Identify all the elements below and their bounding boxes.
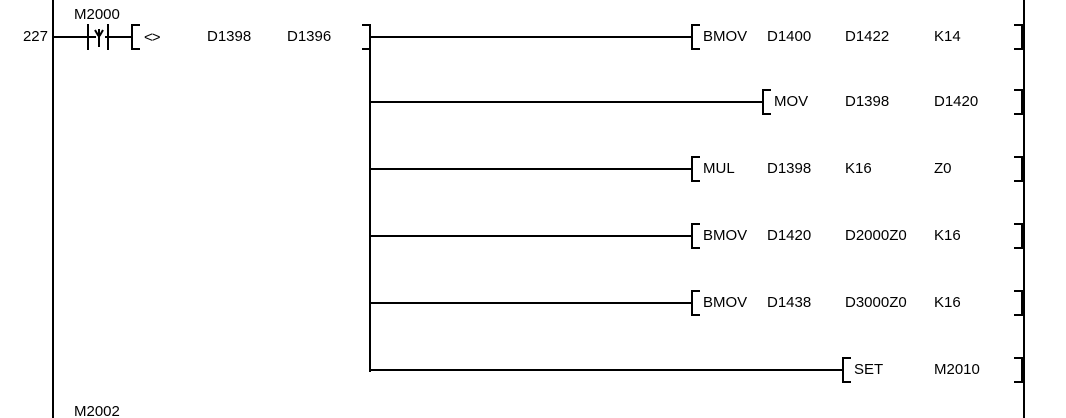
instruction-name-1[interactable]: BMOV <box>703 28 748 45</box>
compare-operand-1[interactable]: D1398 <box>207 28 252 45</box>
instruction-operand-3-2[interactable]: K16 <box>845 160 872 177</box>
instruction-close-bracket-1 <box>1014 24 1023 50</box>
instruction-operand-5-1[interactable]: D1438 <box>767 294 812 311</box>
rung-wire-4 <box>369 235 691 237</box>
instruction-operand-4-1[interactable]: D1420 <box>767 227 812 244</box>
instruction-operand-1-1[interactable]: D1400 <box>767 28 812 45</box>
instruction-operand-2-1[interactable]: D1398 <box>845 93 890 110</box>
instruction-open-bracket-1 <box>691 24 700 50</box>
instruction-close-bracket-2 <box>1014 89 1023 115</box>
instruction-open-bracket-6 <box>842 357 851 383</box>
instruction-operand-4-3[interactable]: K16 <box>934 227 961 244</box>
rung-wire-3 <box>369 168 691 170</box>
instruction-operand-3-3[interactable]: Z0 <box>934 160 952 177</box>
rung-wire-2 <box>369 101 762 103</box>
instruction-name-2[interactable]: MOV <box>774 93 809 110</box>
instruction-operand-5-3[interactable]: K16 <box>934 294 961 311</box>
compare-operand-2[interactable]: D1396 <box>287 28 332 45</box>
rising-edge-arrow-icon <box>94 27 104 47</box>
instruction-open-bracket-3 <box>691 156 700 182</box>
instruction-close-bracket-5 <box>1014 290 1023 316</box>
instruction-name-4[interactable]: BMOV <box>703 227 748 244</box>
rung-wire-1 <box>369 36 691 38</box>
contact-wire-mid <box>86 36 96 38</box>
instruction-operand-2-2[interactable]: D1420 <box>934 93 979 110</box>
instruction-operand-3-1[interactable]: D1398 <box>767 160 812 177</box>
rail-to-contact-wire <box>52 36 75 38</box>
instruction-name-3[interactable]: MUL <box>703 160 735 177</box>
instruction-open-bracket-5 <box>691 290 700 316</box>
instruction-operand-6-1[interactable]: M2010 <box>934 361 980 378</box>
instruction-operand-4-2[interactable]: D2000Z0 <box>845 227 907 244</box>
instruction-open-bracket-4 <box>691 223 700 249</box>
instruction-operand-1-3[interactable]: K14 <box>934 28 961 45</box>
instruction-close-bracket-4 <box>1014 223 1023 249</box>
instruction-operand-5-2[interactable]: D3000Z0 <box>845 294 907 311</box>
compare-operator[interactable]: <> <box>144 29 161 46</box>
instruction-name-5[interactable]: BMOV <box>703 294 748 311</box>
contact-wire-right <box>105 36 131 38</box>
instruction-close-bracket-6 <box>1014 357 1023 383</box>
contact-wire-left <box>75 36 89 38</box>
output-branch-vertical-line <box>369 36 371 372</box>
contact-label-m2000: M2000 <box>74 6 120 23</box>
next-rung-contact-label-m2002: M2002 <box>74 403 120 418</box>
left-power-rail <box>52 0 54 418</box>
instruction-close-bracket-3 <box>1014 156 1023 182</box>
rung-wire-6 <box>369 369 842 371</box>
step-number: 227 <box>22 28 48 45</box>
right-power-rail <box>1023 0 1025 418</box>
compare-open-bracket-shape <box>131 24 140 50</box>
instruction-operand-1-2[interactable]: D1422 <box>845 28 890 45</box>
instruction-name-6[interactable]: SET <box>854 361 884 378</box>
instruction-open-bracket-2 <box>762 89 771 115</box>
rung-wire-5 <box>369 302 691 304</box>
